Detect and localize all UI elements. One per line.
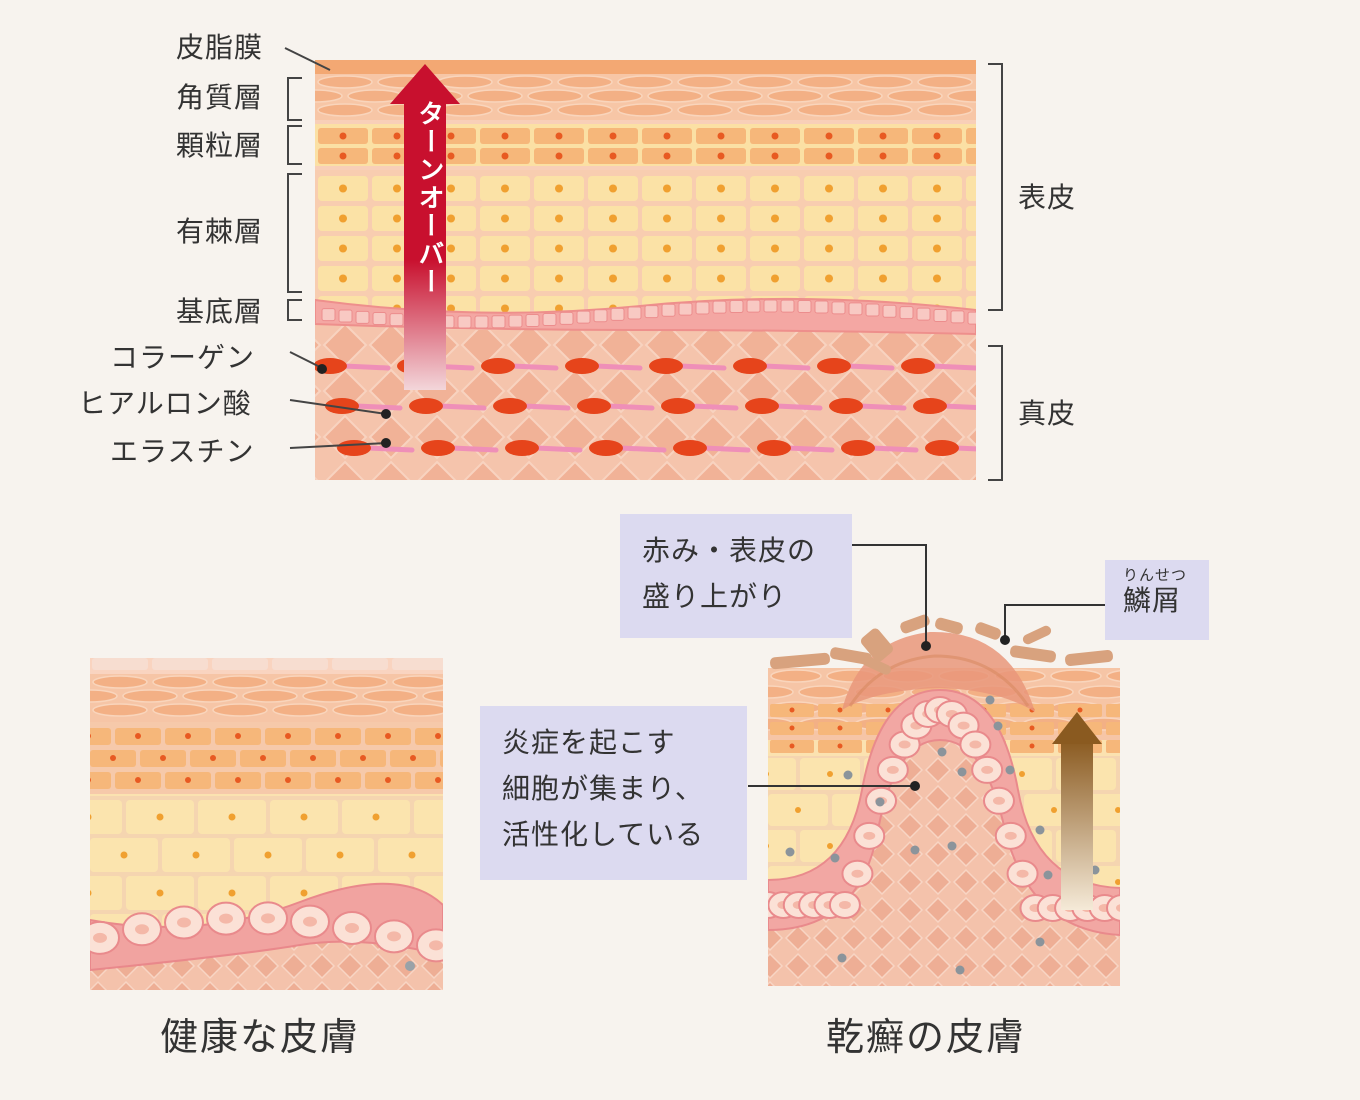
label-stratum-corneum: 角質層 xyxy=(176,81,264,114)
label-dermis: 真皮 xyxy=(1018,397,1077,430)
callout-redness-line-1: 赤み・表皮の xyxy=(642,534,817,567)
caption-healthy-skin: 健康な皮膚 xyxy=(160,1015,361,1059)
turnover-arrow xyxy=(390,64,460,390)
callout-redness-line-2: 盛り上がり xyxy=(642,580,788,613)
pointer-dots xyxy=(317,364,391,448)
healthy-skin-diagram xyxy=(90,658,443,990)
caption-psoriasis-skin: 乾癬の皮膚 xyxy=(826,1015,1027,1059)
top-skin-diagram xyxy=(315,60,976,480)
label-epidermis: 表皮 xyxy=(1018,181,1077,214)
callout-leaders xyxy=(748,544,1105,787)
right-brackets xyxy=(988,63,1003,481)
label-collagen: コラーゲン xyxy=(110,341,256,374)
label-sebum-film: 皮脂膜 xyxy=(176,31,264,64)
label-elastin: エラスチン xyxy=(110,435,255,468)
callout-inflammation: 炎症を起こす 細胞が集まり、 活性化している xyxy=(480,706,747,880)
left-brackets xyxy=(284,47,387,449)
label-stratum-granulosum: 顆粒層 xyxy=(176,129,264,162)
label-stratum-basale: 基底層 xyxy=(176,295,264,328)
callout-scale: りんせつ 鱗屑 xyxy=(1105,560,1209,640)
dermis-fibers xyxy=(315,358,976,456)
dermis-layer xyxy=(315,313,976,480)
callout-scale-ruby: りんせつ xyxy=(1123,566,1188,584)
stratum-corneum-layer xyxy=(315,74,976,120)
sebum-film-layer xyxy=(315,60,976,74)
callout-redness: 赤み・表皮の 盛り上がり xyxy=(620,514,852,638)
label-hyaluronic-acid: ヒアルロン酸 xyxy=(78,387,252,420)
callout-inflammation-line-3: 活性化している xyxy=(502,818,705,851)
callout-inflammation-line-1: 炎症を起こす xyxy=(502,726,676,759)
callout-inflammation-line-2: 細胞が集まり、 xyxy=(502,772,704,805)
callout-scale-text: 鱗屑 xyxy=(1123,584,1182,617)
psoriasis-skin-diagram xyxy=(768,614,1120,986)
label-stratum-spinosum: 有棘層 xyxy=(176,215,264,248)
turnover-label: ターンオーバー xyxy=(414,100,444,296)
